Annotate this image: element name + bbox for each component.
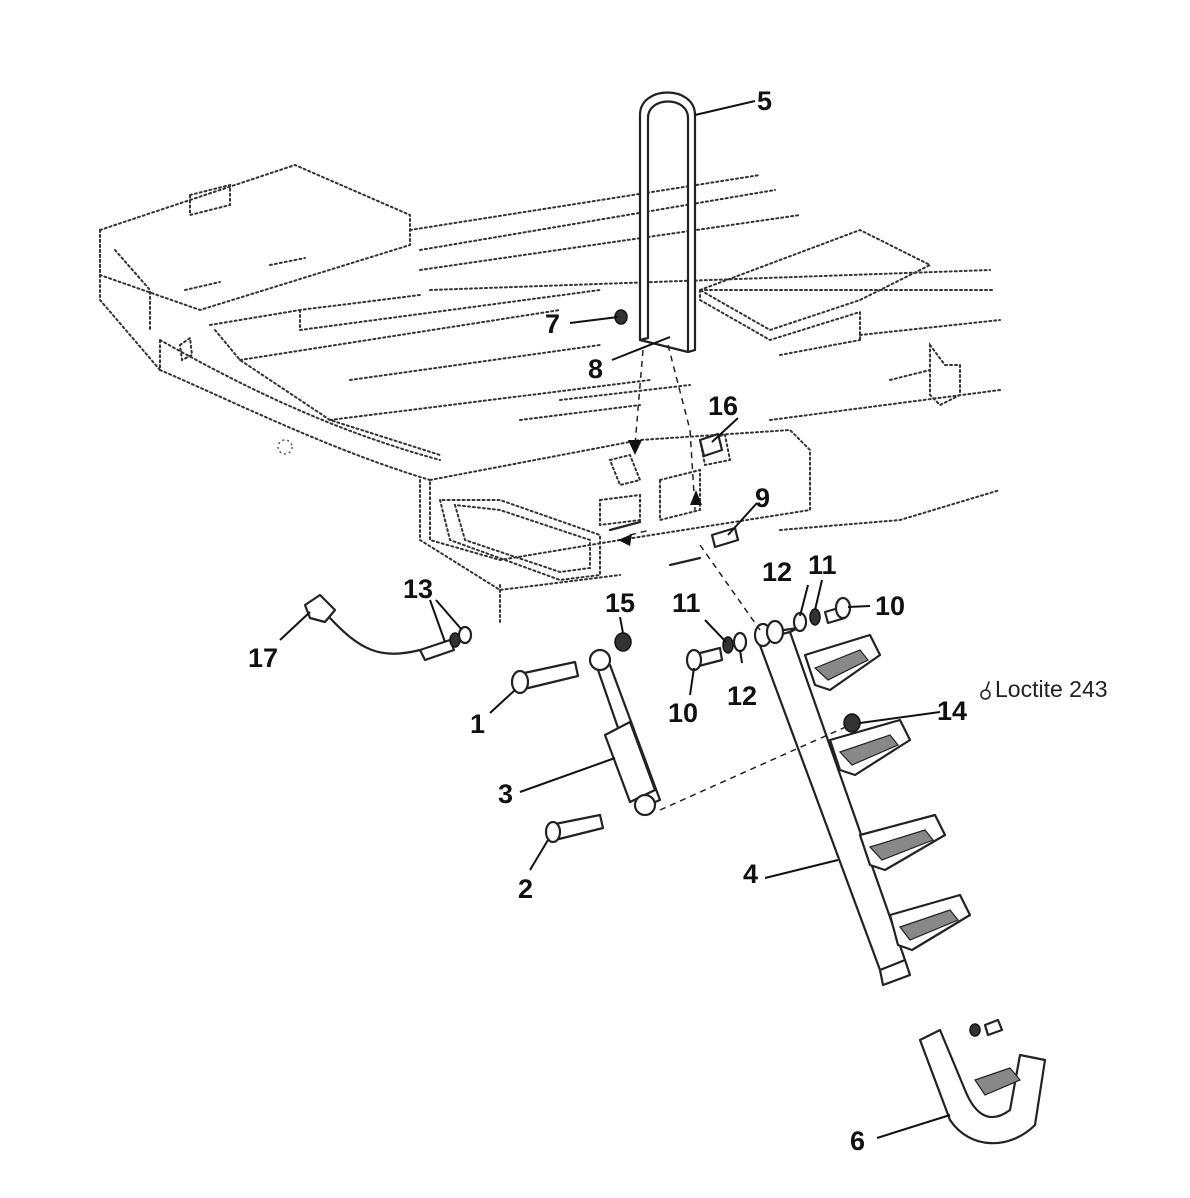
callout-1: 1	[470, 709, 485, 739]
callout-11-right: 11	[808, 550, 837, 580]
callout-14: 14	[937, 696, 967, 726]
callout-2: 2	[518, 874, 533, 904]
callout-12-right: 12	[762, 557, 792, 587]
handle-part-5	[638, 91, 697, 354]
callout-9: 9	[755, 483, 770, 513]
alignment-lines	[629, 344, 851, 811]
callout-5: 5	[757, 86, 772, 116]
callout-8: 8	[588, 354, 603, 384]
callout-15: 15	[605, 588, 635, 618]
callout-17: 17	[248, 643, 278, 673]
step-bracket-part-6	[918, 1028, 1047, 1145]
leader-lines	[279, 100, 951, 1139]
callout-3: 3	[498, 779, 513, 809]
loctite-label: Loctite 243	[995, 676, 1108, 702]
alignment-arrows	[618, 440, 702, 546]
thread-lock-drop-icon	[980, 681, 991, 700]
callout-4: 4	[743, 859, 758, 889]
callout-12-left: 12	[727, 681, 757, 711]
loctite-note: Loctite 243	[980, 676, 1108, 702]
ladder-part-4	[756, 626, 972, 987]
machine-frame	[99, 163, 1001, 626]
callout-13: 13	[403, 574, 433, 604]
callout-11-left: 11	[672, 588, 701, 618]
callout-10-left: 10	[668, 698, 698, 728]
callout-6: 6	[850, 1126, 865, 1156]
callout-labels: 1 2 3 4 5 6 7 8 9 10 10 11 11 12 12 13 1…	[248, 86, 967, 1156]
callout-16: 16	[708, 391, 738, 421]
ladder-steps	[803, 633, 972, 952]
callout-7: 7	[545, 309, 560, 339]
gas-spring-part-3	[588, 648, 662, 817]
callout-10-right: 10	[875, 591, 905, 621]
hardware	[303, 309, 1004, 1037]
